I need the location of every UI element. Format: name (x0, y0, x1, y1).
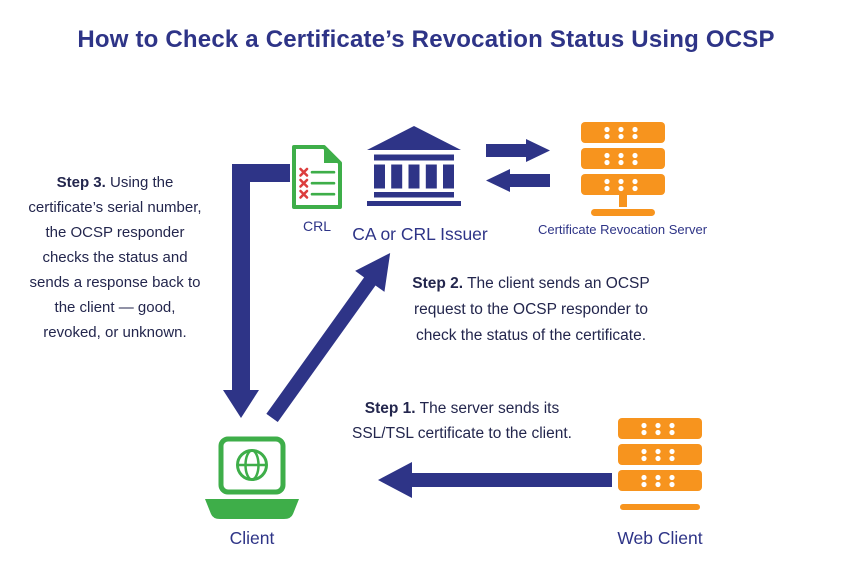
step1-label: Step 1. (364, 400, 416, 417)
laptop-globe-icon (205, 436, 299, 519)
bank-icon (367, 126, 461, 206)
revocation-server-to-ca-arrow (486, 169, 550, 192)
ocsp-request-arrow (257, 242, 406, 429)
revocation-server-label: Certificate Revocation Server (537, 222, 708, 237)
step1-body: The server sends its SSL/TSL certificate… (352, 400, 572, 442)
step2-label: Step 2. (412, 275, 464, 292)
ocsp-request-arrow-shape (266, 252, 391, 423)
diagram-title: How to Check a Certificate’s Revocation … (77, 26, 775, 53)
ca-to-revocation-server-arrow (486, 139, 550, 162)
step2-body: The client sends an OCSP request to the … (413, 275, 650, 344)
step2-text: Step 2. The client sends an OCSP request… (395, 271, 667, 349)
revocation-server-icon (581, 122, 665, 216)
step1-text: Step 1. The server sends its SSL/TSL cer… (337, 396, 587, 446)
crl-document-icon (292, 145, 342, 209)
step3-text: Step 3. Using the certificate’s serial n… (25, 170, 205, 345)
step3-body: Using the certificate’s serial number, t… (28, 174, 202, 341)
web-client-server-icon (618, 418, 702, 510)
certificate-to-client-arrow (378, 462, 612, 498)
ocsp-response-arrow (223, 164, 290, 418)
ca-label: CA or CRL Issuer (352, 224, 488, 244)
web-client-label: Web Client (617, 528, 703, 548)
client-label: Client (229, 528, 275, 548)
crl-label: CRL (302, 218, 331, 234)
step3-label: Step 3. (56, 174, 106, 191)
